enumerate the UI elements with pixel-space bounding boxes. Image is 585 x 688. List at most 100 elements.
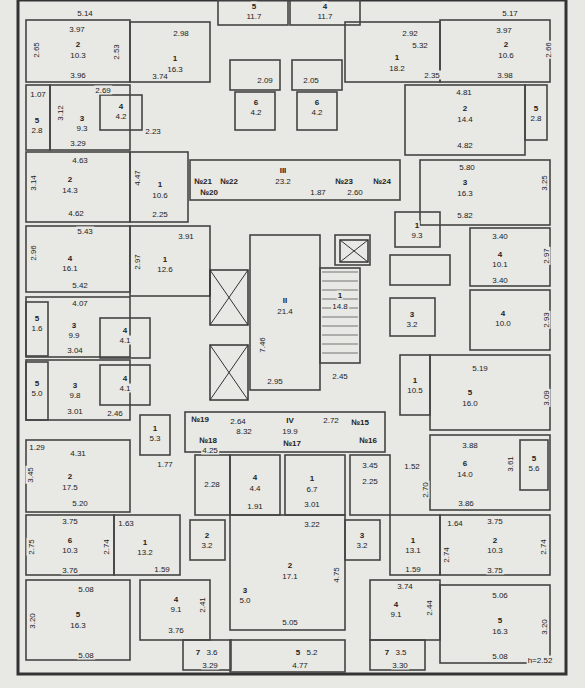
dimension: 4.1 (118, 336, 131, 345)
room-label: 4 (122, 374, 128, 383)
dimension: 1.87 (309, 188, 327, 197)
room-wall (26, 226, 130, 292)
room-label: 4 (252, 473, 258, 482)
room-wall (345, 22, 440, 82)
room-label: 5 (34, 314, 40, 323)
room-wall (520, 440, 548, 490)
dimension: 5.08 (77, 651, 95, 660)
dimension: 4.75 (332, 566, 341, 584)
dimension: 4.47 (133, 169, 142, 187)
room-wall (26, 580, 130, 660)
room-label: 2 (492, 536, 498, 545)
dimension: 4.82 (456, 141, 474, 150)
dimension: 16.1 (61, 264, 79, 273)
dimension: 3.96 (69, 71, 87, 80)
room-label: 4 (173, 595, 179, 604)
room-label: 7 (195, 648, 201, 657)
room-label: 6 (462, 459, 468, 468)
room-label: 7 (384, 648, 390, 657)
dimension: 3.04 (66, 346, 84, 355)
dimension: 5.0 (30, 389, 43, 398)
dimension: 2.35 (423, 71, 441, 80)
dimension: 8.32 (235, 427, 253, 436)
dimension: 2.8 (30, 126, 43, 135)
dimension: 3.2 (200, 541, 213, 550)
dimension: 6.7 (305, 485, 318, 494)
dimension: 5.0 (238, 596, 251, 605)
dimension: 2.60 (346, 188, 364, 197)
room-wall (190, 520, 225, 560)
room-wall (26, 515, 114, 575)
dimension: 4.25 (201, 446, 219, 455)
dimension: 19.9 (281, 427, 299, 436)
dimension: 2.53 (112, 43, 121, 61)
room-label: №17 (282, 439, 302, 448)
dimension: 1.91 (246, 502, 264, 511)
dimension: 4.1 (118, 384, 131, 393)
room-label: 4 (497, 250, 503, 259)
dimension: 2.41 (198, 596, 207, 614)
room-label: 1 (162, 255, 168, 264)
dimension: 1.07 (29, 90, 47, 99)
dimension: 2.95 (266, 377, 284, 386)
dimension: 3.30 (391, 661, 409, 670)
room-wall (350, 455, 390, 515)
dimension: 3.98 (496, 71, 514, 80)
dimension: 9.3 (410, 231, 423, 240)
dimension: 17.5 (61, 483, 79, 492)
dimension: 13.2 (136, 548, 154, 557)
dimension: 3.75 (486, 517, 504, 526)
room-label: 3 (359, 531, 365, 540)
lift-shaft (340, 240, 368, 262)
dimension: 17.1 (281, 572, 299, 581)
room-wall (285, 455, 345, 515)
room-wall (26, 20, 130, 82)
dimension: 4.77 (291, 661, 309, 670)
room-label: 2 (462, 104, 468, 113)
room-wall (130, 152, 188, 222)
room-label: 4 (500, 309, 506, 318)
room-wall (395, 212, 440, 247)
dimension: h=2.52 (527, 656, 554, 665)
room-label: №22 (219, 177, 239, 186)
room-wall (250, 235, 320, 390)
dimension: 2.25 (361, 477, 379, 486)
dimension: 3.61 (506, 455, 515, 473)
dimension: 2.98 (172, 29, 190, 38)
room-label: 1 (142, 538, 148, 547)
room-label: №21 (193, 177, 213, 186)
dimension: 5.6 (527, 464, 540, 473)
dimension: 16.3 (456, 189, 474, 198)
room-label: №24 (372, 177, 392, 186)
dimension: 10.3 (61, 546, 79, 555)
dimension: 2.66 (544, 41, 553, 59)
dimension: 14.0 (456, 470, 474, 479)
dimension: 2.45 (331, 372, 349, 381)
room-wall (218, 0, 288, 25)
dimension: 1.29 (28, 443, 46, 452)
room-wall (390, 298, 435, 336)
dimension: 2.09 (256, 76, 274, 85)
dimension: 2.72 (322, 416, 340, 425)
dimension: 16.3 (166, 65, 184, 74)
room-label: 5 (533, 104, 539, 113)
dimension: 5.3 (148, 434, 161, 443)
room-wall (100, 365, 150, 405)
dimension: 3.40 (491, 276, 509, 285)
room-wall (230, 60, 280, 90)
room-wall (183, 640, 231, 670)
dimension: 12.6 (156, 265, 174, 274)
dimension: 5.14 (76, 9, 94, 18)
dimension: 2.46 (106, 409, 124, 418)
dimension: 3.2 (355, 541, 368, 550)
dimension: 3.74 (151, 72, 169, 81)
dimension: 3.29 (201, 661, 219, 670)
room-label: 2 (75, 40, 81, 49)
dimension: 18.2 (388, 64, 406, 73)
room-wall (26, 360, 130, 420)
room-wall (235, 92, 275, 130)
room-label: 5 (531, 454, 537, 463)
dimension: 16.0 (461, 399, 479, 408)
dimension: 3.45 (361, 461, 379, 470)
